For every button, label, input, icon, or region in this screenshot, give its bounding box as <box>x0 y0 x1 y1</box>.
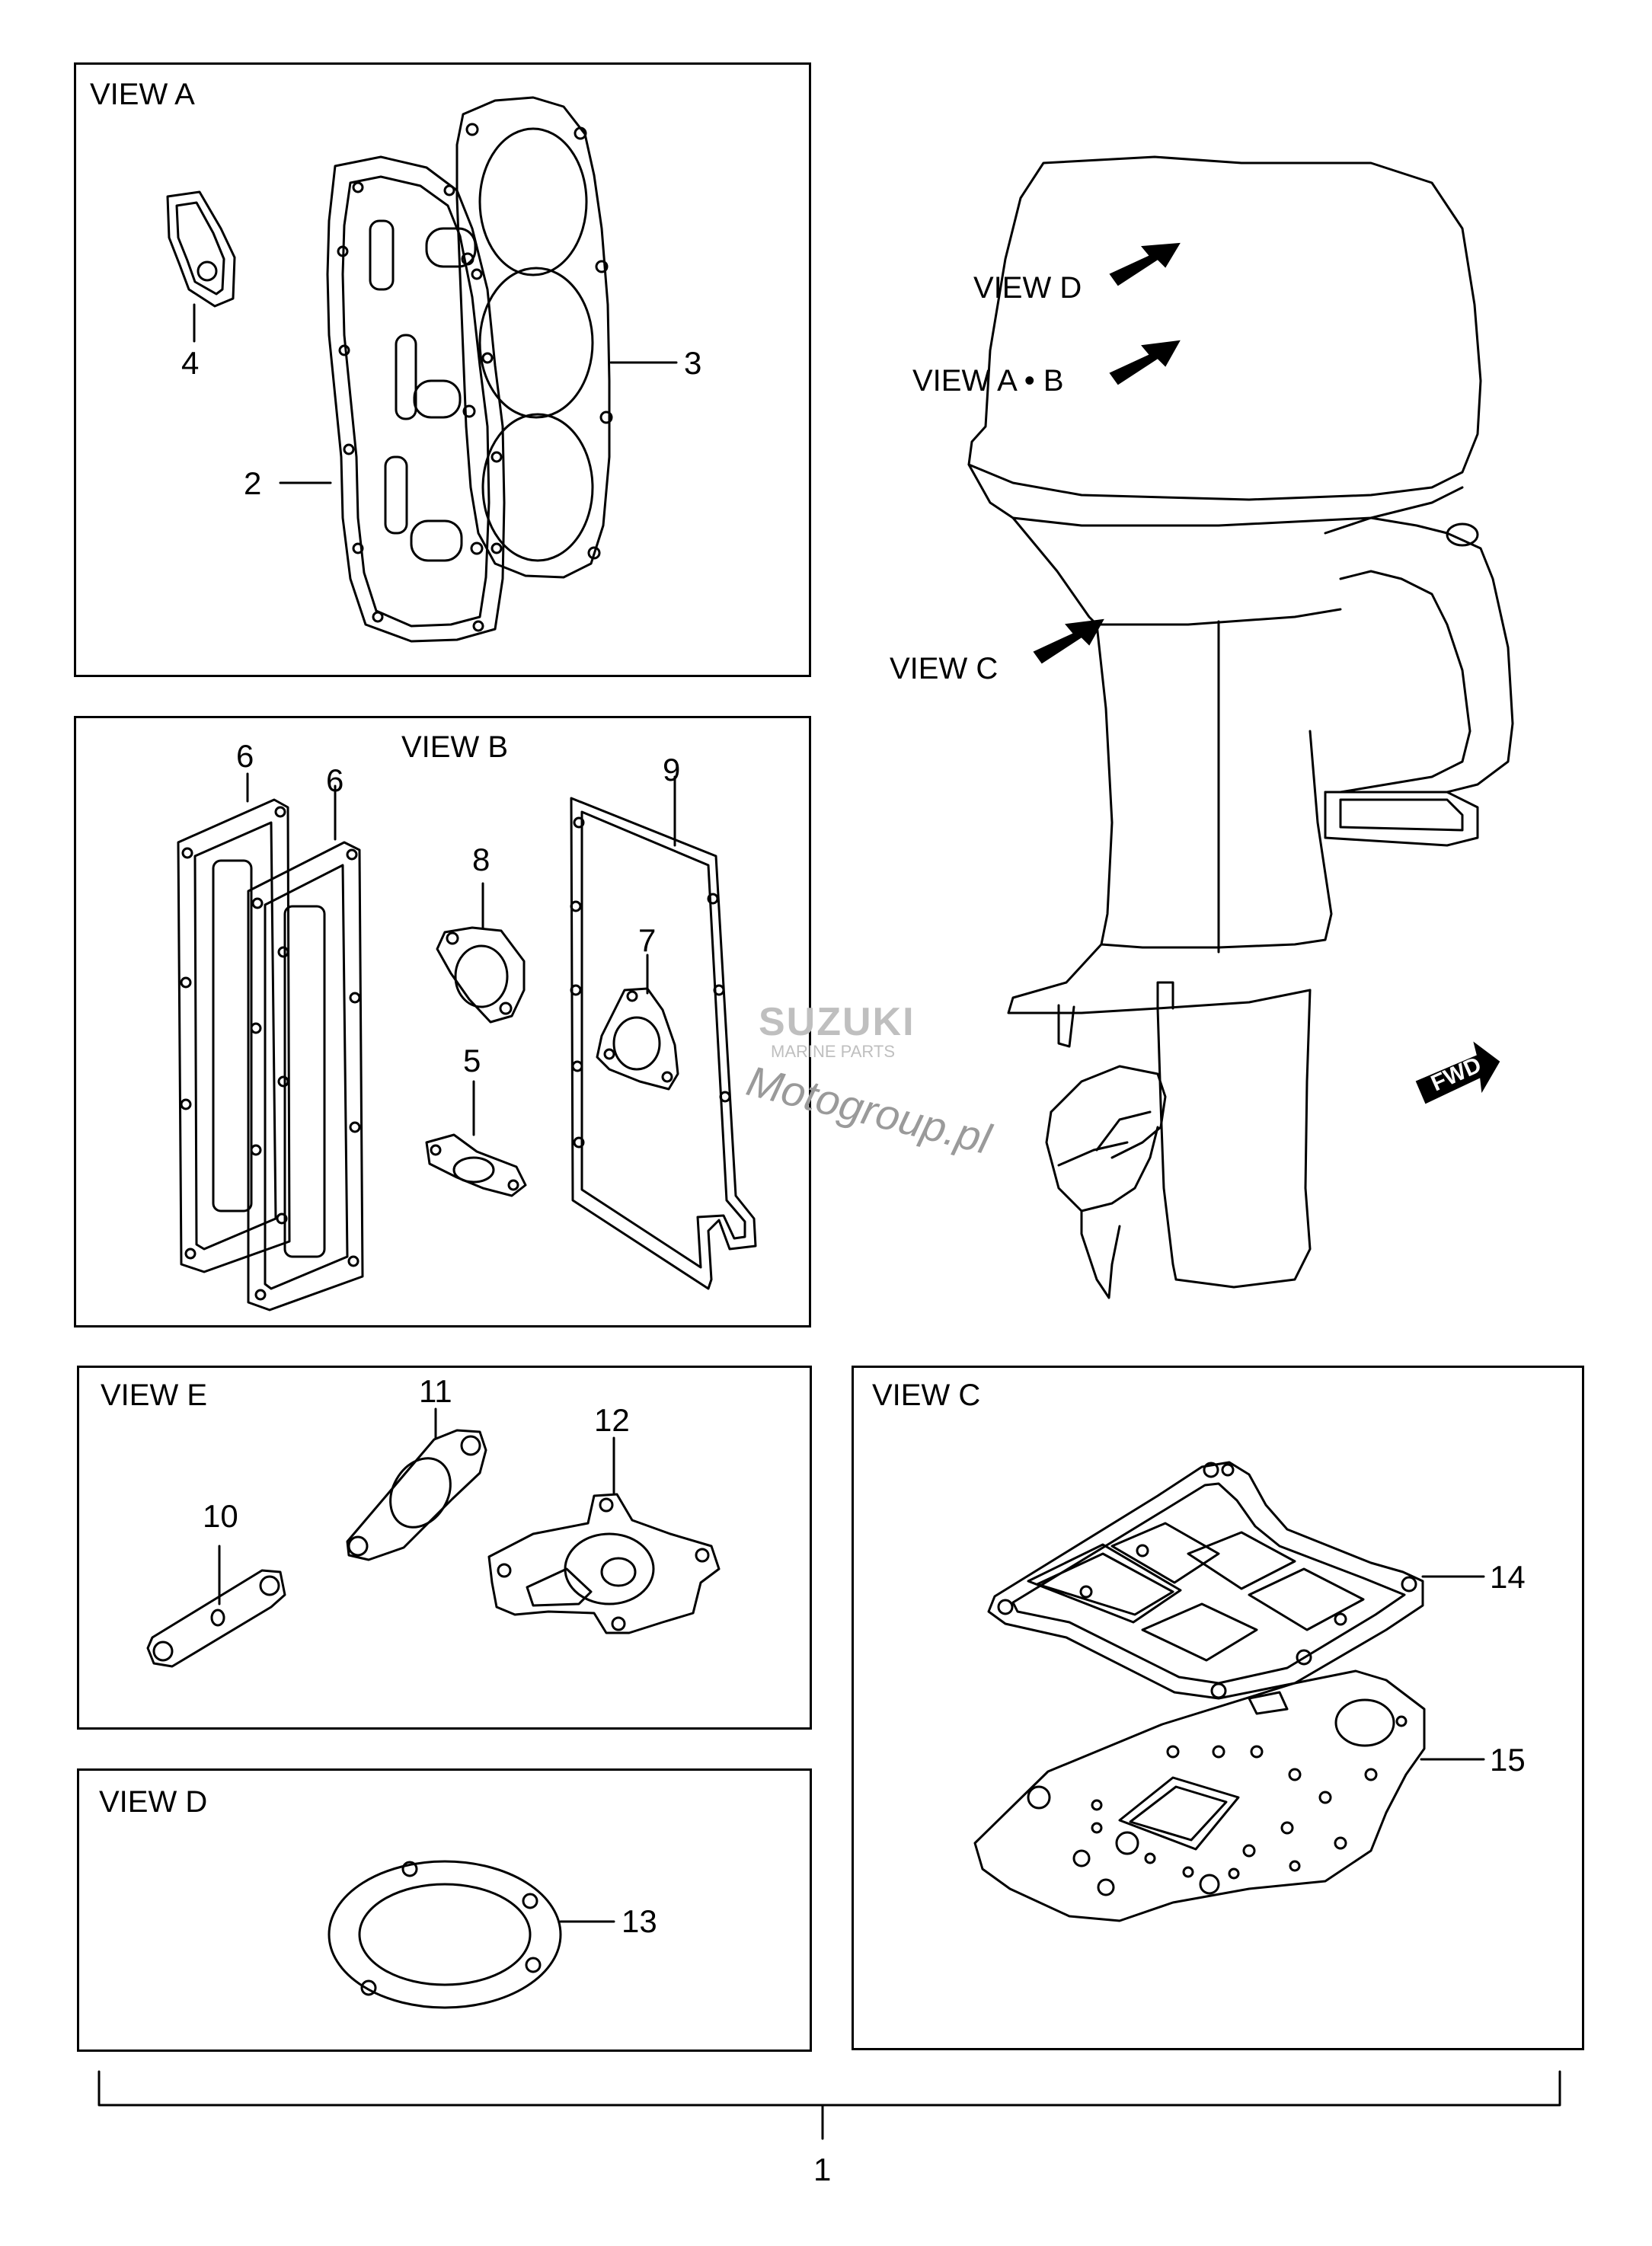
engine-arrows <box>1033 242 1181 664</box>
callout-2: 2 <box>244 465 262 501</box>
view-c-title: VIEW C <box>872 1379 981 1412</box>
gasket-14-drawing <box>987 1461 1424 1700</box>
gasket-2-drawing <box>326 155 506 643</box>
gasket-9-drawing <box>570 797 757 1290</box>
engine-label-view-d: VIEW D <box>973 271 1082 305</box>
callout-3: 3 <box>684 345 702 381</box>
callout-7: 7 <box>638 922 657 958</box>
view-a-panel <box>74 62 811 677</box>
gasket-15-drawing <box>973 1669 1426 1922</box>
callout-6-left: 6 <box>236 738 254 774</box>
callout-15: 15 <box>1490 1742 1526 1778</box>
engine-label-view-ab: VIEW A • B <box>912 364 1064 398</box>
callout-6-right: 6 <box>326 762 344 798</box>
assembly-bracket <box>97 2070 1561 2107</box>
gasket-3-drawing <box>455 96 613 579</box>
gasket-5-drawing <box>425 1133 527 1197</box>
gasket-13-drawing <box>328 1860 562 2009</box>
callout-12: 12 <box>594 1402 630 1438</box>
view-d-title: VIEW D <box>99 1785 208 1819</box>
callout-11: 11 <box>419 1373 452 1409</box>
gasket-6-right-drawing <box>247 841 364 1311</box>
callout-13: 13 <box>621 1903 657 1939</box>
gasket-7-drawing <box>596 987 679 1091</box>
callout-8: 8 <box>472 842 490 877</box>
callout-10: 10 <box>203 1498 238 1534</box>
gasket-10-drawing <box>146 1569 286 1668</box>
view-e-title: VIEW E <box>101 1379 208 1412</box>
gasket-8-drawing <box>436 926 526 1024</box>
gasket-11-drawing <box>346 1429 487 1561</box>
callout-9: 9 <box>663 752 681 788</box>
outboard-engine-drawing <box>967 155 1514 1299</box>
view-b-title: VIEW B <box>401 730 509 764</box>
watermark-sub: MARINE PARTS <box>771 1042 895 1061</box>
gasket-6-left-drawing <box>177 798 291 1273</box>
watermark-brand: SUZUKI <box>759 1000 915 1044</box>
view-a-title: VIEW A <box>90 78 195 111</box>
fwd-arrow-icon <box>1415 1041 1500 1104</box>
engine-label-view-c: VIEW C <box>890 652 999 685</box>
callout-14: 14 <box>1490 1559 1526 1595</box>
view-e-panel <box>77 1366 812 1730</box>
callout-5: 5 <box>463 1043 481 1078</box>
callout-4: 4 <box>181 345 200 381</box>
gasket-4-drawing <box>166 190 236 308</box>
view-d-panel <box>77 1768 812 2052</box>
callout-1: 1 <box>813 2152 832 2187</box>
gasket-12-drawing <box>487 1493 721 1634</box>
